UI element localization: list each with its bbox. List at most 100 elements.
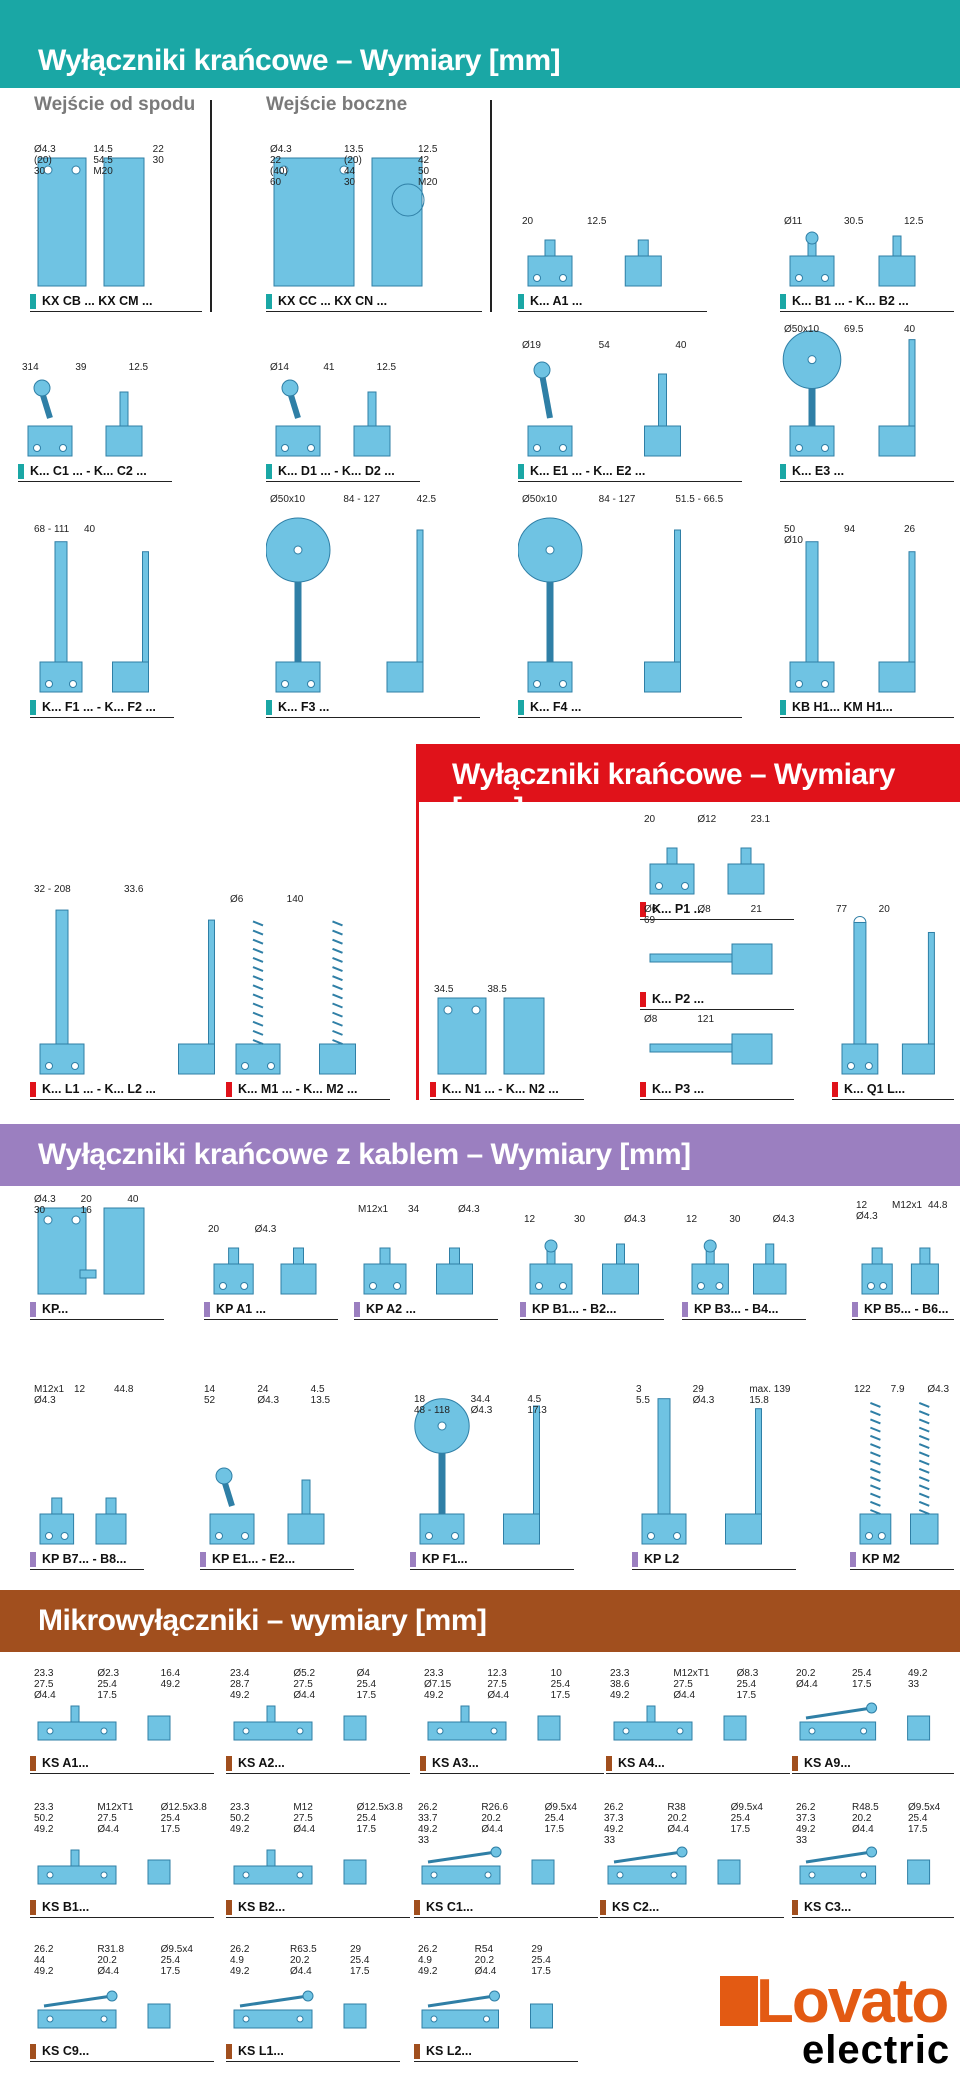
dimension-label: Ø4.3 <box>471 1405 493 1416</box>
dimension-label: 12.3 <box>487 1668 507 1679</box>
accent-chip <box>30 1552 36 1567</box>
dimension-label: Ø4.3 <box>34 144 56 155</box>
section-title: Wyłączniki krańcowe z kablem – Wymiary [… <box>38 1138 691 1171</box>
dimension-label: Ø50x10 <box>784 324 819 335</box>
dimension-label: R48.5 <box>852 1802 879 1813</box>
dimension-label: Ø14 <box>270 362 289 373</box>
dimension-label: 23.3 <box>34 1668 54 1679</box>
drawing-caption: KS C2... <box>600 1899 784 1918</box>
dimension-label: Ø12.5x3.8 <box>357 1802 404 1813</box>
dimension-label: 25.4 <box>350 1955 370 1966</box>
dimension-label: M20 <box>93 166 113 177</box>
accent-chip <box>792 1756 798 1771</box>
dimension-label: 33.6 <box>124 884 144 895</box>
accent-chip <box>640 1082 646 1097</box>
dimension-label: Ø12 <box>697 814 716 825</box>
device-drawing <box>607 1846 741 1885</box>
dimension-label: 25.4 <box>545 1813 565 1824</box>
device-drawing <box>233 1705 367 1741</box>
dimension-label: 14 <box>204 1384 216 1395</box>
dimension-label: 23.4 <box>230 1668 250 1679</box>
dimension-label: Ø10 <box>784 535 803 546</box>
dimension-label: 5.5 <box>636 1395 650 1406</box>
dimension-label: 40 <box>127 1194 139 1205</box>
dimension-label: Ø8 <box>697 904 711 915</box>
accent-chip <box>200 1552 206 1567</box>
dimension-label: 17.5 <box>737 1690 757 1701</box>
dimension-label: 25.4 <box>161 1813 181 1824</box>
accent-chip <box>518 700 524 715</box>
dimension-label: 50 <box>784 524 796 535</box>
dimension-label: M20 <box>418 177 438 188</box>
drawing-caption: KS A9... <box>792 1755 954 1774</box>
dimension-label: Ø4.4 <box>293 1690 315 1701</box>
drawing-caption: K... P3 ... <box>640 1081 794 1100</box>
dimension-label: 25.4 <box>161 1955 181 1966</box>
caption-text: K... C1 ... - K... C2 ... <box>30 464 147 478</box>
dimension-label: M12xT1 <box>673 1668 710 1679</box>
device-drawing <box>414 1398 540 1545</box>
device-drawing <box>37 1705 171 1741</box>
dimension-label: Ø8 <box>644 1014 658 1025</box>
dimension-label: 49.2 <box>161 1679 181 1690</box>
dimension-label: 12 <box>686 1214 698 1225</box>
drawing-caption: KP L2 <box>632 1551 796 1570</box>
dimension-label: 30 <box>34 1205 46 1216</box>
accent-chip <box>410 1552 416 1567</box>
dimension-label: (40) <box>270 166 288 177</box>
section-title: Mikrowyłączniki – wymiary [mm] <box>38 1604 487 1637</box>
dimension-label: 30 <box>574 1214 586 1225</box>
dimension-label: Ø4.4 <box>481 1824 503 1835</box>
dimension-label: 15.8 <box>749 1395 769 1406</box>
device-drawing <box>649 943 773 975</box>
device-drawing <box>841 915 935 1075</box>
drawing-caption: KP E1... - E2... <box>200 1551 354 1570</box>
caption-text: K... A1 ... <box>530 294 583 308</box>
device-drawing <box>266 517 424 693</box>
dimension-label: 84 - 127 <box>343 494 380 505</box>
caption-text: KX CB ... KX CM ... <box>42 294 153 308</box>
drawing-caption: KP B1... - B2... <box>520 1301 664 1320</box>
caption-text: K... F3 ... <box>278 700 330 714</box>
dimension-label: 50 <box>418 166 430 177</box>
dimension-label: 49.2 <box>610 1690 630 1701</box>
accent-chip <box>30 2044 36 2059</box>
section-header-limit-switches: Wyłączniki krańcowe – Wymiary [mm] <box>0 0 960 88</box>
dimension-label: 44 <box>344 166 356 177</box>
accent-chip <box>682 1302 688 1317</box>
dimension-label: Ø4.4 <box>667 1824 689 1835</box>
dimension-label: Ø50x10 <box>270 494 305 505</box>
dimension-label: 25.4 <box>97 1679 117 1690</box>
device-drawing <box>799 1846 931 1885</box>
dimension-label: Ø4.3 <box>927 1384 949 1395</box>
dimension-label: 20.2 <box>290 1955 310 1966</box>
device-drawing <box>799 1702 931 1741</box>
dimension-label: 68 - 111 <box>34 524 70 535</box>
dimension-label: R63.5 <box>290 1944 317 1955</box>
dimension-label: 41 <box>323 362 335 373</box>
dimension-label: 30 <box>153 155 165 166</box>
accent-chip <box>420 1756 426 1771</box>
drawing-caption: KS B1... <box>30 1899 214 1918</box>
drawing-caption: KS C1... <box>414 1899 598 1918</box>
device-drawing <box>213 1247 317 1295</box>
accent-chip <box>266 294 272 309</box>
dimension-label: 26.2 <box>230 1944 250 1955</box>
dimension-label: max. 139 <box>749 1384 791 1395</box>
dimension-label: 13.5 <box>311 1395 331 1406</box>
